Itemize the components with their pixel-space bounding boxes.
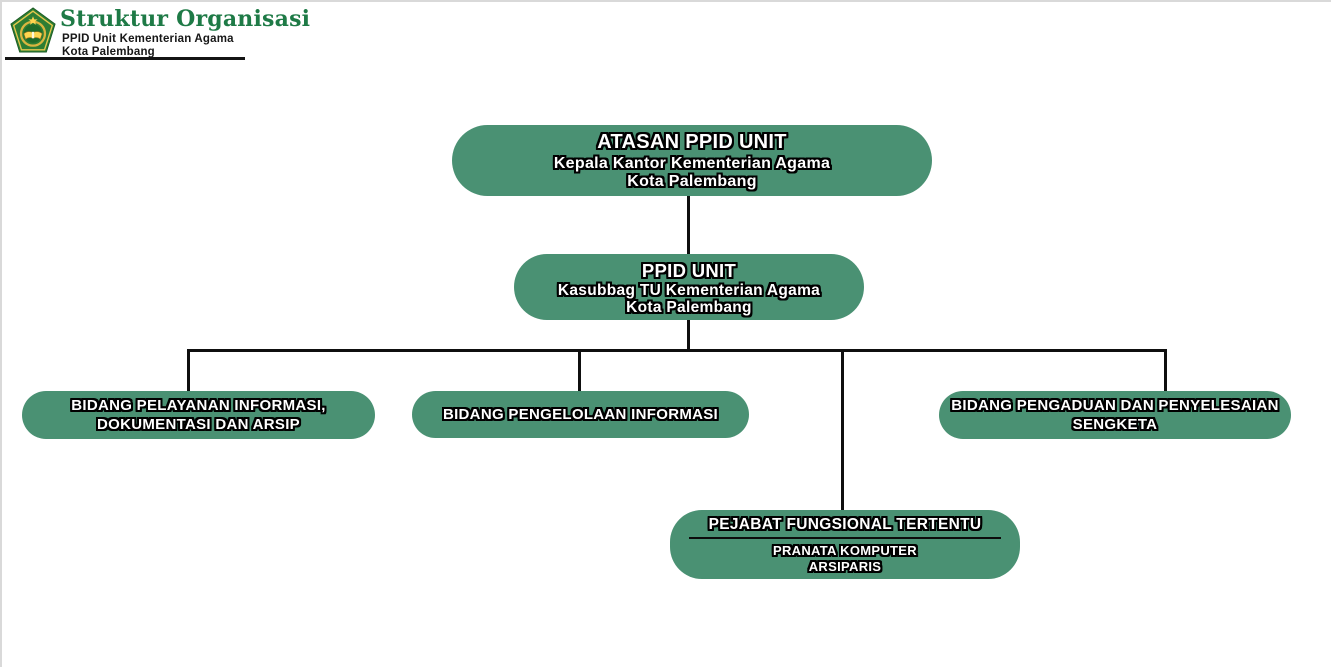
node-pejabat-fungsional: PEJABAT FUNGSIONAL TERTENTU PRANATA KOMP… xyxy=(670,510,1020,579)
node-ppid-line2: Kota Palembang xyxy=(626,298,752,316)
connector-drop-pengaduan xyxy=(1164,349,1167,391)
page-subtitle-line1: PPID Unit Kementerian Agama xyxy=(62,33,234,45)
node-atasan-line2: Kota Palembang xyxy=(627,173,757,190)
node-bidang-pengaduan-line1: BIDANG PENGADUAN DAN PENYELESAIAN xyxy=(951,396,1279,414)
node-bidang-pelayanan-line1: BIDANG PELAYANAN INFORMASI, xyxy=(71,396,326,414)
connector-drop-fungsional xyxy=(841,349,844,510)
page-subtitle-line2: Kota Palembang xyxy=(62,46,155,58)
node-atasan-ppid-unit: ATASAN PPID UNIT Kepala Kantor Kementeri… xyxy=(452,125,932,196)
node-atasan-line1: Kepala Kantor Kementerian Agama xyxy=(553,155,831,172)
node-bidang-pengelolaan-line1: BIDANG PENGELOLAAN INFORMASI xyxy=(442,405,719,423)
node-atasan-title: ATASAN PPID UNIT xyxy=(597,131,787,153)
node-fungsional-title: PEJABAT FUNGSIONAL TERTENTU xyxy=(708,516,982,533)
connector-ppid-stem xyxy=(687,320,690,352)
node-bidang-pengaduan-line2: SENGKETA xyxy=(1072,416,1158,433)
kemenag-logo-icon xyxy=(10,7,56,53)
header-divider xyxy=(5,57,245,60)
page-title: Struktur Organisasi xyxy=(60,6,311,32)
connector-atasan-ppid xyxy=(687,196,690,254)
page-header: Struktur Organisasi PPID Unit Kementeria… xyxy=(2,2,310,64)
node-ppid-title: PPID UNIT xyxy=(641,259,737,281)
connector-drop-pelayanan xyxy=(187,349,190,391)
connector-drop-pengelolaan xyxy=(578,349,581,391)
node-fungsional-line2: ARSIPARIS xyxy=(808,558,882,574)
node-ppid-unit: PPID UNIT Kasubbag TU Kementerian Agama … xyxy=(514,254,864,320)
node-ppid-line1: Kasubbag TU Kementerian Agama xyxy=(557,281,821,299)
node-bidang-pengelolaan: BIDANG PENGELOLAAN INFORMASI xyxy=(412,391,749,438)
fungsional-divider xyxy=(689,537,1001,539)
node-bidang-pengaduan: BIDANG PENGADUAN DAN PENYELESAIAN SENGKE… xyxy=(939,391,1291,439)
node-bidang-pelayanan: BIDANG PELAYANAN INFORMASI, DOKUMENTASI … xyxy=(22,391,375,439)
connector-horizontal-bar xyxy=(187,349,1167,352)
node-fungsional-line1: PRANATA KOMPUTER xyxy=(773,543,917,558)
node-bidang-pelayanan-line2: DOKUMENTASI DAN ARSIP xyxy=(97,416,300,433)
